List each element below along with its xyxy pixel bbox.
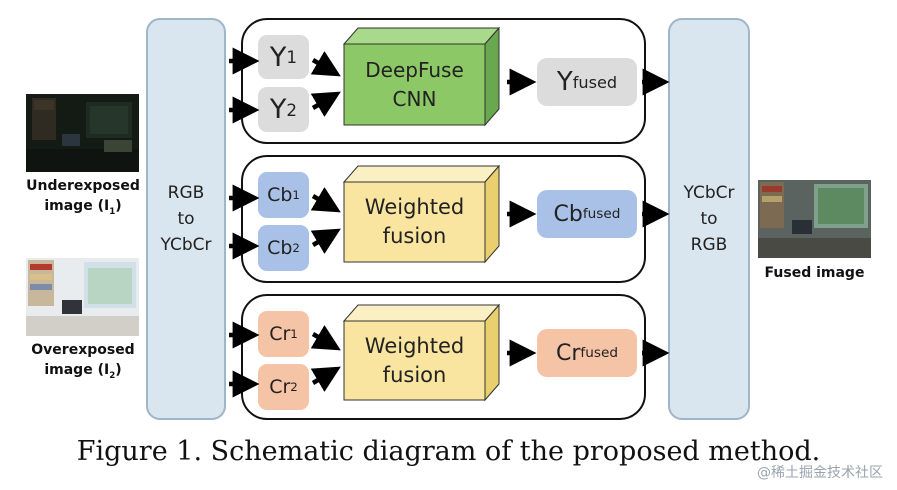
overexposed-line2: image (I2): [44, 362, 122, 381]
arrow-y1-to-cnn: [310, 51, 341, 77]
weighted-fusion-cb-block: [342, 164, 501, 264]
deepfuse-cnn-block: [342, 26, 501, 127]
overexposed-image: [26, 258, 139, 336]
figure-caption: Figure 1. Schematic diagram of the propo…: [76, 436, 821, 467]
fused-image-label: Fused image: [764, 265, 865, 281]
arrow-y2-to-cnn: [310, 91, 341, 117]
underexposed-line2: image (I1): [44, 198, 122, 217]
rgb-to-ycbcr-line2: to: [177, 209, 195, 229]
arrow-cb1-to-fusion: [310, 187, 341, 213]
ycbcr-to-rgb-line1: YCbCr: [683, 183, 735, 203]
weighted-fusion-cr-block: [342, 303, 501, 402]
arrow-cb2-to-fusion: [310, 228, 341, 254]
fused-image: [758, 180, 871, 258]
rgb-to-ycbcr-line1: RGB: [167, 183, 205, 203]
underexposed-label: Underexposed image (I1): [12, 176, 154, 222]
overexposed-label: Overexposed image (I2): [12, 340, 154, 386]
ycbcr-to-rgb-line3: RGB: [690, 235, 728, 255]
ycbcr-to-rgb-line2: to: [700, 209, 718, 229]
watermark: @稀土掘金技术社区: [757, 465, 883, 481]
underexposed-line1: Underexposed: [26, 178, 140, 194]
ycbcr-to-rgb-box: YCbCr to RGB: [668, 18, 750, 420]
arrow-cr2-to-fusion: [310, 366, 341, 392]
arrow-cr1-to-fusion: [310, 325, 341, 351]
underexposed-image: [26, 94, 139, 172]
rgb-to-ycbcr-box: RGB to YCbCr: [146, 18, 226, 420]
rgb-to-ycbcr-line3: YCbCr: [160, 235, 212, 255]
overexposed-line1: Overexposed: [31, 342, 135, 358]
